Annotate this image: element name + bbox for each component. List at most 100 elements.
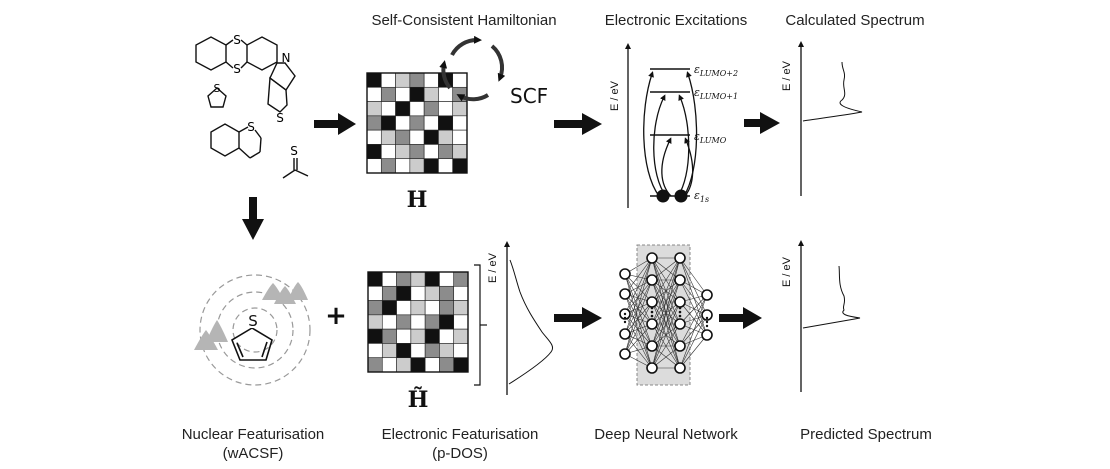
matrix-cell <box>396 271 412 287</box>
thianthrene-sulfur-bottom: S <box>233 62 241 76</box>
matrix-cell <box>423 144 439 160</box>
nn-connection <box>624 293 653 325</box>
matrix-cell <box>453 271 469 287</box>
matrix-cell <box>452 158 468 174</box>
caption-electronic-featurisation: Electronic Featurisation <box>382 426 539 443</box>
nn-connection <box>679 279 708 336</box>
matrix-cell <box>424 314 440 330</box>
matrix-cell <box>395 129 411 145</box>
matrix-cell <box>366 144 382 160</box>
matrix-cell <box>409 86 425 102</box>
nn-connection <box>679 257 708 296</box>
matrix-cell <box>424 343 440 359</box>
caption-electronic-excitations: Electronic Excitations <box>605 12 748 29</box>
matrix-cell <box>367 271 383 287</box>
nn-connection <box>679 257 708 336</box>
matrix-cell <box>381 300 397 316</box>
matrix-cell <box>381 357 397 373</box>
matrix-cell <box>410 343 426 359</box>
matrix-cell <box>439 343 455 359</box>
matrix-cell <box>381 285 397 301</box>
nn-connection <box>679 279 708 316</box>
pdos-plot <box>504 241 554 395</box>
matrix-cell <box>452 101 468 117</box>
thienopyrrole-nitrogen: N <box>282 51 291 65</box>
matrix-cell <box>423 72 439 88</box>
arrow-to-predicted-spectrum <box>719 307 762 329</box>
nn-connection <box>624 273 653 303</box>
matrix-cell <box>409 129 425 145</box>
matrix-cell <box>410 271 426 287</box>
nn-node <box>701 309 713 321</box>
matrix-cell <box>395 144 411 160</box>
matrix-cell <box>380 158 396 174</box>
matrix-cell <box>423 101 439 117</box>
wacsf-gaussian-peaks <box>194 282 308 350</box>
level-lumo2: εLUMO+2 <box>694 63 738 78</box>
matrix-cell <box>423 129 439 145</box>
matrix-cell <box>380 115 396 131</box>
matrix-cell <box>410 300 426 316</box>
matrix-cell <box>424 357 440 373</box>
arrow-to-neural-network <box>554 307 602 329</box>
nn-connection <box>624 301 653 355</box>
nn-connection <box>651 301 681 369</box>
nn-node <box>674 318 686 330</box>
nn-node <box>674 296 686 308</box>
nn-connection <box>679 294 708 347</box>
plus-sign: + <box>325 301 347 331</box>
nn-ellipsis-dot <box>678 310 682 314</box>
matrix-cell <box>366 115 382 131</box>
matrix-cell <box>410 357 426 373</box>
matrix-cell <box>366 72 382 88</box>
pdos-bracket <box>474 264 487 386</box>
nn-connection <box>624 273 653 369</box>
nn-node <box>701 289 713 301</box>
matrix-cell <box>423 86 439 102</box>
nn-connection <box>624 257 653 295</box>
matrix-cell <box>381 343 397 359</box>
level-lumo: εLUMO <box>694 130 727 145</box>
matrix-cell <box>439 300 455 316</box>
matrix-cell <box>396 357 412 373</box>
matrix-cell <box>424 271 440 287</box>
nn-ellipsis-dot <box>650 314 654 318</box>
thiophene-sulfur: S <box>214 82 221 95</box>
nn-ellipsis-dot <box>623 316 627 320</box>
matrix-cell <box>453 343 469 359</box>
nn-connection <box>624 333 653 369</box>
matrix-cell <box>395 115 411 131</box>
matrix-border <box>366 72 468 174</box>
matrix-cell <box>438 129 454 145</box>
nn-connection <box>651 257 681 281</box>
caption-nuclear-featurisation-sub: (wACSF) <box>223 445 284 462</box>
calculated-energy-axis-label: E / eV <box>781 60 793 91</box>
caption-deep-neural-network: Deep Neural Network <box>594 426 738 443</box>
nn-connection <box>624 293 653 347</box>
matrix-cell <box>367 314 383 330</box>
caption-calculated-spectrum: Calculated Spectrum <box>785 12 924 29</box>
matrix-cell <box>439 271 455 287</box>
neural-network <box>619 252 713 374</box>
nn-ellipsis-dot <box>623 320 627 324</box>
nn-connection <box>679 257 708 316</box>
nn-connection <box>651 323 681 369</box>
matrix-cell <box>380 86 396 102</box>
nn-connection <box>651 257 681 325</box>
core-electron-1 <box>656 189 670 203</box>
nn-ellipsis-dot <box>705 320 709 324</box>
nn-connection <box>624 279 653 355</box>
nn-node <box>619 328 631 340</box>
arrow-to-calculated-spectrum <box>744 112 780 134</box>
molecule-thiochromene <box>210 123 262 159</box>
matrix-cell <box>409 72 425 88</box>
nn-node <box>674 252 686 264</box>
matrix-cell <box>396 285 412 301</box>
matrix-border <box>367 271 469 373</box>
matrix-cell <box>395 86 411 102</box>
matrix-cell <box>438 144 454 160</box>
nn-ellipsis-dot <box>650 310 654 314</box>
nn-connection <box>624 273 653 325</box>
matrix-cell <box>438 158 454 174</box>
